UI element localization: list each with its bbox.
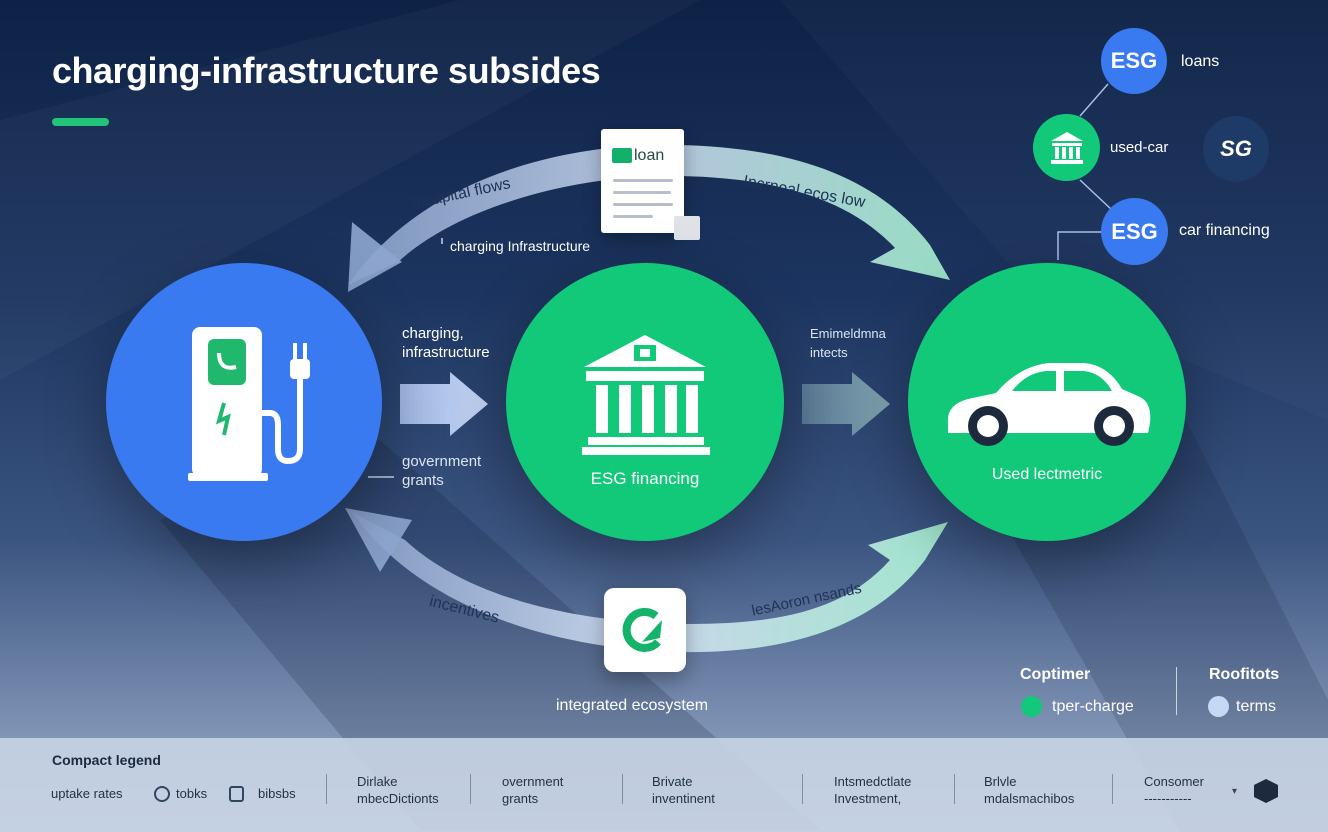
ev-charger-icon xyxy=(188,327,310,481)
bar-item-private-investment: Brivate inventinent xyxy=(652,774,715,806)
ecosystem-logo-icon xyxy=(622,608,662,652)
bar-icon-1 xyxy=(154,786,170,802)
bar-separator xyxy=(622,774,623,804)
bank-node-caption: ESG financing xyxy=(590,469,700,488)
bar-item-consumer: Consomer ----------- xyxy=(1144,774,1204,806)
left-straight-arrow xyxy=(400,372,488,436)
integrated-ecosystem-label: integrated ecosystem xyxy=(556,697,709,714)
document-icon xyxy=(612,148,632,163)
bar-separator xyxy=(802,774,803,804)
bar-item-tobks: tobks xyxy=(176,786,208,801)
loan-document-label: loan xyxy=(634,147,665,164)
legend-col2-item: terms xyxy=(1236,698,1276,715)
bar-item-government-grants: overnment grants xyxy=(502,774,564,806)
top-arc-band xyxy=(348,144,950,285)
ecosystem-card xyxy=(604,588,686,672)
right-straight-arrow xyxy=(802,372,890,436)
esg-connector-2 xyxy=(1079,179,1113,211)
car-icon xyxy=(947,363,1151,446)
top-arc-left-head xyxy=(348,222,402,292)
bar-separator xyxy=(470,774,471,804)
legend-divider xyxy=(1176,667,1177,715)
esg-car-financing-label: car financing xyxy=(1179,222,1270,239)
charger-node xyxy=(106,263,382,541)
esg-badge-used-car xyxy=(1033,114,1100,181)
bottom-arc-band xyxy=(352,512,948,653)
hexagon-logo-icon xyxy=(1254,779,1278,803)
bank-icon xyxy=(1050,131,1083,164)
bank-icon xyxy=(582,335,710,455)
bar-item-uptake-rates: uptake rates xyxy=(51,786,123,801)
legend-col1-item: tper-charge xyxy=(1052,698,1134,715)
bar-item-dirlake: Dirlake mbecDictionts xyxy=(357,774,439,806)
top-sub-label: charging Infrastructure xyxy=(450,238,591,254)
legend-dot-light xyxy=(1208,696,1229,717)
esg-badge-loans: ESG xyxy=(1101,28,1167,94)
bar-separator xyxy=(326,774,327,804)
bar-separator xyxy=(1112,774,1113,804)
esg-connector-3 xyxy=(1057,231,1102,260)
bar-icon-2 xyxy=(229,786,244,802)
emimeldmna-intects-label: Emimeldmna intects xyxy=(810,326,886,360)
esg-badge-sg: SG xyxy=(1203,116,1269,182)
charging-infrastructure-label: charging, infrastructure xyxy=(402,325,490,361)
chevron-down-icon: ▾ xyxy=(1232,786,1238,797)
document-tab xyxy=(674,216,700,240)
car-node: Used lectmetric xyxy=(908,263,1186,541)
government-grants-label: government grants xyxy=(402,453,482,489)
bank-node: ESG financing xyxy=(506,263,784,541)
esg-connector-1 xyxy=(1079,83,1109,117)
bar-item-intermediate-investment: Intsmedctlate Investment, xyxy=(834,774,912,806)
loan-document-card xyxy=(601,129,684,233)
compact-legend-title: Compact legend xyxy=(52,752,161,768)
bar-separator xyxy=(954,774,955,804)
compact-legend-bar xyxy=(0,738,1328,832)
esg-loans-label: loans xyxy=(1181,53,1220,70)
legend-col1-title: Coptimer xyxy=(1020,666,1091,683)
legend-dot-green xyxy=(1021,696,1042,717)
bottom-arc-left-head xyxy=(345,508,412,572)
car-node-caption: Used lectmetric xyxy=(991,466,1103,483)
bar-item-bibsbs: bibsbs xyxy=(258,786,296,801)
esg-badge-car-financing: ESG xyxy=(1101,198,1168,265)
title-accent-bar xyxy=(52,118,109,126)
esg-used-car-label: used-car xyxy=(1110,139,1169,156)
page-title: charging-infrastructure subsides xyxy=(52,50,601,91)
legend-col2-title: Roofitots xyxy=(1209,666,1280,683)
bar-item-brlvle: Brlvle mdalsmachibos xyxy=(984,774,1075,806)
